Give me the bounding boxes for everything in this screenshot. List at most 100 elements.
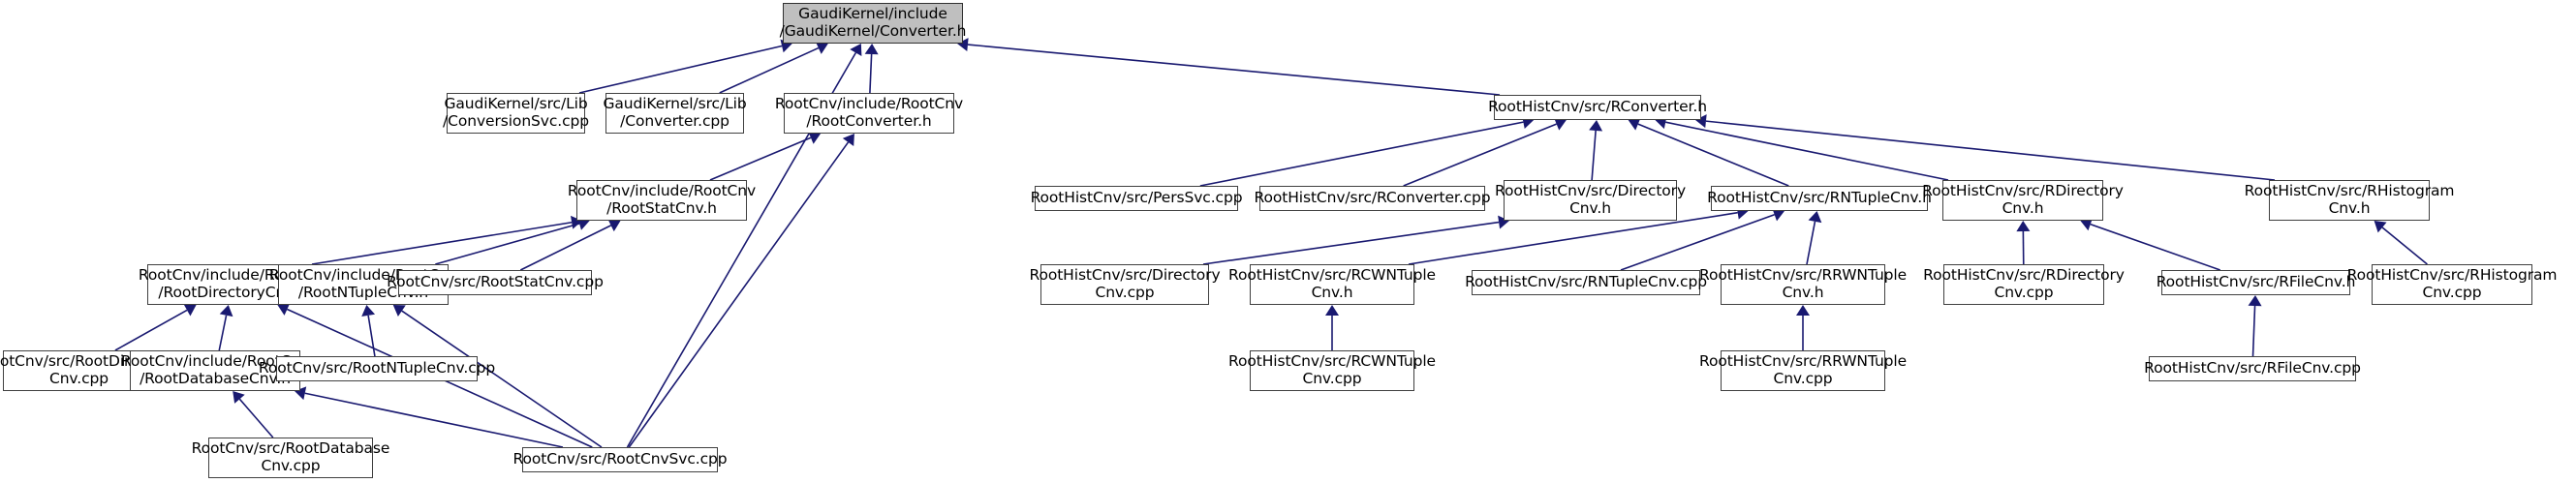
- graph-node-rfilecnv_h[interactable]: RootHistCnv/src/RFileCnv.h: [2157, 270, 2355, 295]
- graph-edge-rootcnvsvc_cpp-to-rootntuplecnv_h: [401, 310, 603, 448]
- graph-edge-rootstatcnv_cpp-to-rootstatcnv_h: [519, 225, 611, 271]
- graph-node-label: RootHistCnv/src/RConverter.cpp: [1254, 189, 1491, 207]
- graph-node-rntuplecnv_cpp[interactable]: RootHistCnv/src/RNTupleCnv.cpp: [1465, 270, 1707, 295]
- graph-node-rhistogramcnv_h[interactable]: RootHistCnv/src/RHistogram Cnv.h: [2245, 180, 2454, 221]
- graph-node-label: RootCnv/include/RootCnv /RootConverter.h: [774, 95, 964, 130]
- graph-node-label: RootCnv/src/RootDatabase Cnv.cpp: [191, 439, 390, 474]
- graph-edge-rootdatabasecnv_cpp-to-rootdatabasecnv_h: [238, 398, 274, 438]
- graph-edge-arrowhead: [842, 134, 854, 147]
- graph-node-rootconverter_h[interactable]: RootCnv/include/RootCnv /RootConverter.h: [775, 93, 963, 134]
- graph-edge-rootdirectorycnv_h-to-rootstatcnv_h: [311, 221, 573, 265]
- graph-edge-arrowhead: [219, 305, 233, 317]
- graph-edge-arrowhead: [1808, 211, 1822, 224]
- graph-node-rrwntuplecnv_h[interactable]: RootHistCnv/src/RRWNTuple Cnv.h: [1699, 264, 1907, 305]
- graph-node-label: GaudiKernel/src/Lib /Converter.cpp: [603, 95, 747, 130]
- graph-node-rootdatabasecnv_cpp[interactable]: RootCnv/src/RootDatabase Cnv.cpp: [192, 438, 389, 478]
- graph-edge-arrowhead: [1796, 305, 1810, 316]
- graph-node-rdirectorycnv_h[interactable]: RootHistCnv/src/RDirectory Cnv.h: [1922, 180, 2124, 221]
- graph-node-label: RootCnv/include/RootCnv /RootStatCnv.h: [567, 182, 757, 217]
- graph-edge-arrowhead: [2374, 221, 2387, 233]
- graph-edge-arrowhead: [957, 38, 969, 52]
- graph-node-label: RootHistCnv/src/Directory Cnv.h: [1494, 182, 1687, 217]
- graph-node-label: RootHistCnv/src/RNTupleCnv.h: [1707, 189, 1932, 207]
- graph-edge-rootdatabasecnv_h-to-rootdirectorycnv_h: [218, 315, 228, 351]
- graph-edge-arrowhead: [277, 303, 291, 316]
- graph-edge-arrowhead: [815, 42, 828, 54]
- graph-node-conversionsvc_cpp[interactable]: GaudiKernel/src/Lib /ConversionSvc.cpp: [443, 93, 589, 134]
- graph-edge-rhistogramcnv_cpp-to-rhistogramcnv_h: [2381, 226, 2428, 265]
- graph-node-label: RootHistCnv/src/RDirectory Cnv.cpp: [1923, 266, 2125, 301]
- graph-edge-arrowhead: [1695, 114, 1707, 129]
- graph-edge-rconverter_h-to-converter_h: [967, 44, 1501, 96]
- graph-node-rntuplecnv_h[interactable]: RootHistCnv/src/RNTupleCnv.h: [1707, 186, 1932, 211]
- graph-node-label: RootHistCnv/src/RCWNTuple Cnv.cpp: [1228, 352, 1436, 387]
- graph-node-rhistogramcnv_cpp[interactable]: RootHistCnv/src/RHistogram Cnv.cpp: [2347, 264, 2557, 305]
- graph-edge-rhistogramcnv_h-to-rconverter_h: [1705, 120, 2276, 181]
- graph-node-label: GaudiKernel/src/Lib /ConversionSvc.cpp: [443, 95, 589, 130]
- graph-node-label: RootHistCnv/src/RFileCnv.h: [2156, 273, 2356, 291]
- graph-node-label: RootCnv/src/RootCnvSvc.cpp: [512, 450, 728, 468]
- graph-node-rrwntuplecnv_cpp[interactable]: RootHistCnv/src/RRWNTuple Cnv.cpp: [1699, 350, 1907, 391]
- graph-node-rootntuplecnv_cpp[interactable]: RootCnv/src/RootNTupleCnv.cpp: [259, 356, 495, 381]
- graph-edge-arrowhead: [2080, 218, 2094, 231]
- graph-node-label: RootHistCnv/src/PersSvc.cpp: [1030, 189, 1243, 207]
- graph-edge-directorycnv_cpp-to-directorycnv_h: [1202, 221, 1500, 265]
- graph-edge-arrowhead: [2248, 295, 2262, 307]
- graph-node-label: RootCnv/src/RootStatCnv.cpp: [387, 273, 604, 291]
- graph-edge-rntuplecnv_h-to-rconverter_h: [1637, 123, 1789, 187]
- graph-node-label: RootHistCnv/src/RNTupleCnv.cpp: [1465, 273, 1707, 291]
- graph-edge-rdirectorycnv_h-to-rconverter_h: [1665, 121, 1949, 181]
- graph-edge-arrowhead: [850, 44, 862, 57]
- graph-node-rcwntuplecnv_h[interactable]: RootHistCnv/src/RCWNTuple Cnv.h: [1228, 264, 1436, 305]
- graph-node-rconverter_h[interactable]: RootHistCnv/src/RConverter.h: [1488, 95, 1707, 120]
- graph-edge-arrowhead: [233, 391, 245, 404]
- graph-edge-arrowhead: [808, 131, 822, 144]
- graph-edge-arrowhead: [1628, 117, 1641, 131]
- graph-edge-arrowhead: [361, 305, 376, 317]
- graph-node-rconverter_cpp[interactable]: RootHistCnv/src/RConverter.cpp: [1254, 186, 1491, 211]
- graph-node-rdirectorycnv_cpp[interactable]: RootHistCnv/src/RDirectory Cnv.cpp: [1923, 264, 2125, 305]
- graph-edge-arrowhead: [295, 386, 307, 401]
- graph-node-label: RootHistCnv/src/RConverter.h: [1488, 98, 1707, 116]
- graph-edge-arrowhead: [1772, 208, 1785, 222]
- graph-edge-rootcnvsvc_cpp-to-rootconverter_h: [628, 141, 850, 448]
- graph-edge-arrowhead: [392, 305, 406, 317]
- graph-node-label: RootHistCnv/src/RRWNTuple Cnv.h: [1698, 266, 1908, 301]
- graph-node-directorycnv_cpp[interactable]: RootHistCnv/src/Directory Cnv.cpp: [1029, 264, 1221, 305]
- graph-edge-rfilecnv_h-to-rdirectorycnv_h: [2090, 223, 2220, 271]
- graph-node-label: RootHistCnv/src/RRWNTuple Cnv.cpp: [1698, 352, 1908, 387]
- graph-edge-rootstatcnv_h-to-rootconverter_h: [709, 136, 812, 181]
- graph-edge-rootntuplecnv_cpp-to-rootntuplecnv_h: [367, 315, 376, 357]
- graph-node-label: RootHistCnv/src/RDirectory Cnv.h: [1922, 182, 2124, 217]
- graph-node-rfilecnv_cpp[interactable]: RootHistCnv/src/RFileCnv.cpp: [2144, 356, 2361, 381]
- graph-node-rootstatcnv_cpp[interactable]: RootCnv/src/RootStatCnv.cpp: [387, 270, 604, 295]
- graph-edge-arrowhead: [1554, 117, 1567, 131]
- graph-node-label: RootCnv/include/RootCnv /RootDatabaseCnv…: [120, 352, 310, 387]
- graph-node-label: RootHistCnv/src/RFileCnv.cpp: [2144, 359, 2361, 377]
- graph-node-directorycnv_h[interactable]: RootHistCnv/src/Directory Cnv.h: [1495, 180, 1686, 221]
- graph-edge-converter_cpp-to-converter_h: [719, 46, 820, 94]
- graph-node-label: RootHistCnv/src/RCWNTuple Cnv.h: [1228, 266, 1436, 301]
- graph-edge-rcwntuplecnv_h-to-rntuplecnv_h: [1408, 211, 1738, 265]
- graph-node-rootcnvsvc_cpp[interactable]: RootCnv/src/RootCnvSvc.cpp: [513, 447, 728, 472]
- graph-edge-rootconverter_h-to-converter_h: [869, 53, 873, 94]
- graph-node-label: RootHistCnv/src/RHistogram Cnv.cpp: [2346, 266, 2558, 301]
- graph-edge-arrowhead: [1325, 305, 1339, 316]
- graph-node-rootdatabasecnv_h[interactable]: RootCnv/include/RootCnv /RootDatabaseCnv…: [121, 350, 309, 391]
- graph-node-perssvc_cpp[interactable]: RootHistCnv/src/PersSvc.cpp: [1031, 186, 1243, 211]
- graph-node-converter_h[interactable]: GaudiKernel/include /GaudiKernel/Convert…: [780, 3, 966, 44]
- graph-edge-rootntuplecnv_h-to-rootstatcnv_h: [435, 223, 580, 265]
- graph-node-label: RootHistCnv/src/RHistogram Cnv.h: [2244, 182, 2455, 217]
- graph-edge-rootcnvsvc_cpp-to-rootdatabasecnv_h: [304, 392, 564, 448]
- graph-node-converter_cpp[interactable]: GaudiKernel/src/Lib /Converter.cpp: [603, 93, 747, 134]
- graph-edge-directorycnv_h-to-rconverter_h: [1591, 130, 1597, 181]
- graph-node-label: RootHistCnv/src/Directory Cnv.cpp: [1029, 266, 1221, 301]
- graph-node-rcwntuplecnv_cpp[interactable]: RootHistCnv/src/RCWNTuple Cnv.cpp: [1228, 350, 1436, 391]
- graph-node-label: RootCnv/src/RootNTupleCnv.cpp: [258, 359, 496, 377]
- graph-edge-perssvc_cpp-to-rconverter_h: [1199, 121, 1524, 187]
- graph-edge-rconverter_cpp-to-rconverter_h: [1403, 123, 1557, 187]
- graph-edge-rntuplecnv_cpp-to-rntuplecnv_h: [1620, 213, 1775, 271]
- graph-node-rootstatcnv_h[interactable]: RootCnv/include/RootCnv /RootStatCnv.h: [568, 180, 756, 221]
